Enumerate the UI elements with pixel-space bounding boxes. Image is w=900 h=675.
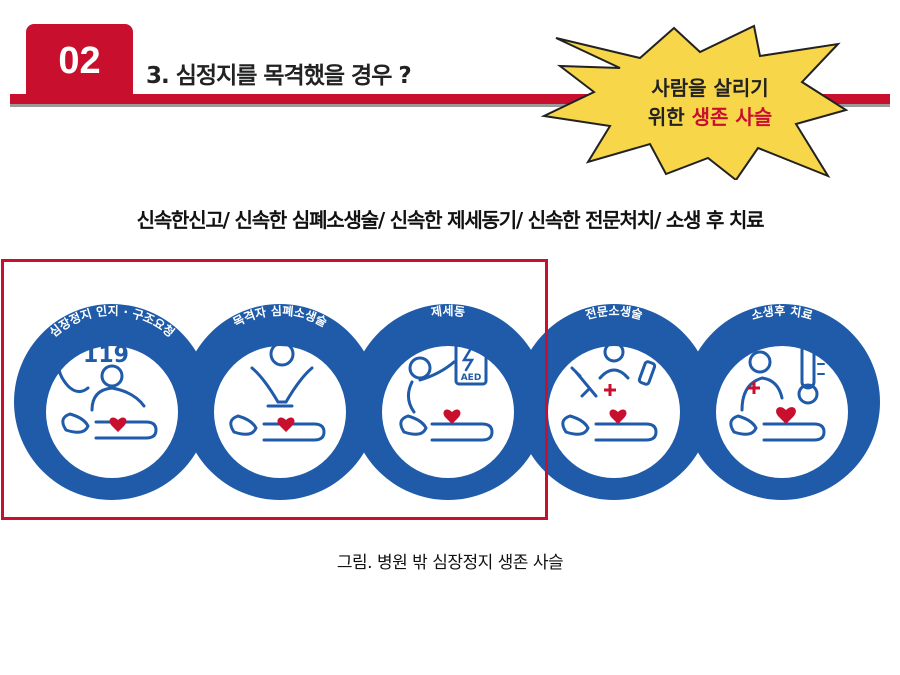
badge-119: 119: [83, 343, 129, 368]
section-number: 02: [58, 39, 101, 82]
header-rule: [10, 94, 890, 104]
highlight-box: [1, 259, 548, 520]
heart-icon-1: [109, 417, 127, 432]
phone-caller-icon: [57, 352, 158, 440]
starburst-callout: [540, 24, 849, 180]
heart-icon-5: [776, 407, 796, 424]
chain-label-4: 전문소생술: [584, 303, 644, 322]
chain-inner-2: [214, 346, 346, 478]
plus-icon-4: [604, 384, 616, 396]
chain-label-3: 제세동: [430, 303, 466, 319]
chain-of-survival-diagram: 심장정지 인지 · 구조요청 목격자 심폐소생술 제세동 전문소생술 소생후 치…: [14, 303, 880, 500]
chain-label-5: 소생후 치료: [750, 303, 815, 323]
medical-team-icon: [561, 341, 658, 442]
chain-inner-1: [46, 346, 178, 478]
header-rule-shadow: [10, 104, 890, 107]
thermometer-care-icon: [729, 342, 826, 442]
cpr-rescuer-icon: [229, 341, 326, 442]
heart-icon-3: [443, 409, 461, 424]
badge-aed: AED: [461, 373, 482, 383]
chain-summary-text: 신속한신고/ 신속한 심폐소생술/ 신속한 제세동기/ 신속한 전문처치/ 소생…: [136, 208, 765, 232]
heart-icon-2: [277, 417, 295, 432]
callout-line-2: 위한 생존 사슬: [600, 103, 820, 132]
callout-highlight: 생존 사슬: [691, 105, 773, 129]
plus-icon-5: [748, 382, 760, 394]
cross-marks: [604, 382, 760, 396]
callout-text: 사람을 살리기 위한 생존 사슬: [600, 74, 820, 132]
callout-line-2-prefix: 위한: [647, 105, 685, 129]
section-title: 3. 심정지를 목격했을 경우 ?: [146, 63, 412, 89]
starburst-shape: [540, 24, 849, 180]
heart-marks: [109, 407, 796, 432]
callout-line-1: 사람을 살리기: [651, 76, 769, 100]
figure-caption: 그림. 병원 밖 심장정지 생존 사슬: [336, 553, 564, 573]
aed-device-icon: [399, 342, 494, 442]
section-tab: 02: [26, 24, 133, 98]
heart-icon-4: [609, 409, 627, 424]
